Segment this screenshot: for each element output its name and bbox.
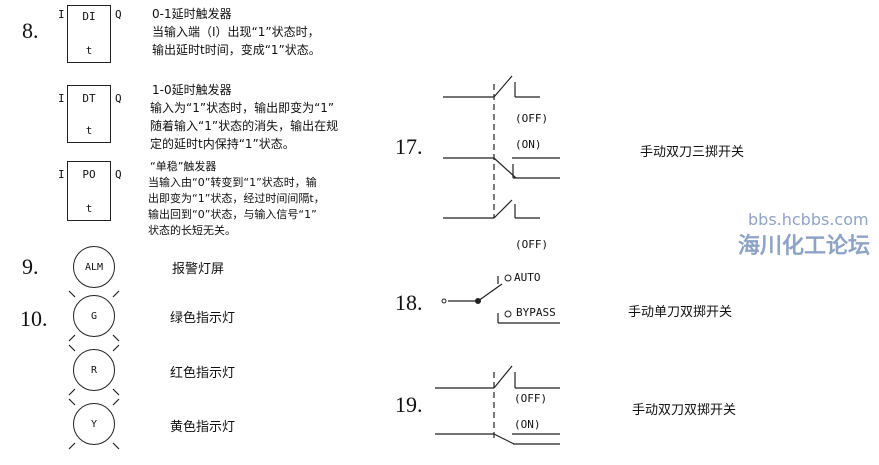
- lamp-r-rays: [68, 344, 120, 396]
- timer-di-output-pin: Q: [115, 8, 122, 21]
- timer-po-line-4: 状态的长短无关。: [148, 224, 236, 237]
- item-number-17: 17.: [395, 134, 423, 159]
- timer-po-block: PO t: [67, 161, 111, 221]
- timer-dt-title: 1-0延时触发器: [152, 83, 232, 97]
- switch-19-off: (OFF): [514, 392, 548, 405]
- timer-dt-input-pin: I: [58, 92, 65, 105]
- item-number-18: 18.: [395, 290, 423, 315]
- switch-17-label: 手动双刀三掷开关: [640, 145, 745, 160]
- switch-18-label: 手动单刀双掷开关: [628, 305, 733, 320]
- yellow-lamp-label: 黄色指示灯: [170, 420, 236, 435]
- switch-19-lines: [435, 365, 560, 445]
- timer-po-time: t: [85, 202, 93, 215]
- yellow-lamp-icon: Y: [73, 403, 115, 445]
- timer-dt-time: t: [85, 124, 93, 137]
- switch-17-off-bottom: (OFF): [515, 238, 549, 251]
- timer-dt-line-3: 定的延时t内保持“1”状态。: [150, 137, 295, 151]
- timer-di-block: DI t: [67, 5, 111, 63]
- yellow-lamp-code: Y: [90, 418, 98, 430]
- timer-di-title: 0-1延时触发器: [152, 7, 232, 21]
- watermark-url: bbs.hcbbs.com: [748, 210, 869, 229]
- timer-di-line-2: 输出延时t时间，变成“1”状态。: [152, 43, 321, 57]
- timer-po-output-pin: Q: [115, 168, 122, 181]
- switch-18-bypass: BYPASS: [516, 306, 556, 319]
- timer-po-line-3: 输出回到“0”状态，与输入信号“1”: [148, 208, 317, 221]
- timer-po-input-pin: I: [58, 168, 65, 181]
- timer-po-line-1: 当输入由“0”转变到“1”状态时，输: [148, 176, 317, 189]
- timer-di-line-1: 当输入端（I）出现“1”状态时，: [152, 25, 320, 39]
- red-lamp-icon: R: [73, 349, 115, 391]
- watermark-logo: 海川化工论坛: [738, 234, 871, 259]
- timer-dt-block: DT t: [67, 85, 111, 143]
- green-lamp-icon: G: [73, 295, 115, 337]
- switch-17-off-top: (OFF): [515, 112, 549, 125]
- switch-18-auto: AUTO: [514, 271, 541, 284]
- timer-dt-line-2: 随着输入“1”状态的消失，输出在规: [150, 119, 339, 133]
- timer-po-title: “单稳”触发器: [150, 160, 217, 173]
- item-number-8: 8.: [22, 18, 39, 43]
- item-number-9: 9.: [22, 254, 39, 279]
- timer-dt-line-1: 输入为“1”状态时，输出即变为“1”: [150, 101, 335, 115]
- switch-17-on: (ON): [515, 138, 542, 151]
- lamp-y-rays: [68, 398, 120, 450]
- lamp-g-rays: [68, 290, 120, 342]
- timer-di-time: t: [85, 44, 93, 57]
- item-number-19: 19.: [395, 392, 423, 417]
- item-number-10: 10.: [20, 306, 48, 331]
- alarm-lamp-code: ALM: [84, 261, 104, 273]
- switch-18-lines: [448, 276, 560, 324]
- timer-di-code: DI: [82, 10, 96, 23]
- green-lamp-label: 绿色指示灯: [170, 311, 236, 326]
- timer-po-code: PO: [82, 168, 96, 181]
- alarm-lamp-icon: ALM: [73, 246, 115, 288]
- red-lamp-label: 红色指示灯: [170, 366, 236, 381]
- timer-dt-output-pin: Q: [115, 92, 122, 105]
- green-lamp-code: G: [90, 310, 98, 322]
- alarm-lamp-label: 报警灯屏: [172, 262, 225, 277]
- timer-po-line-2: 出即变为“1”状态，经过时间间隔t，: [148, 192, 325, 205]
- red-lamp-code: R: [90, 364, 98, 376]
- switch-17-lines: [443, 75, 560, 219]
- switch-19-on: (ON): [514, 418, 541, 431]
- timer-di-input-pin: I: [58, 8, 65, 21]
- switch-19-label: 手动双刀双掷开关: [632, 403, 737, 418]
- timer-dt-code: DT: [82, 92, 96, 105]
